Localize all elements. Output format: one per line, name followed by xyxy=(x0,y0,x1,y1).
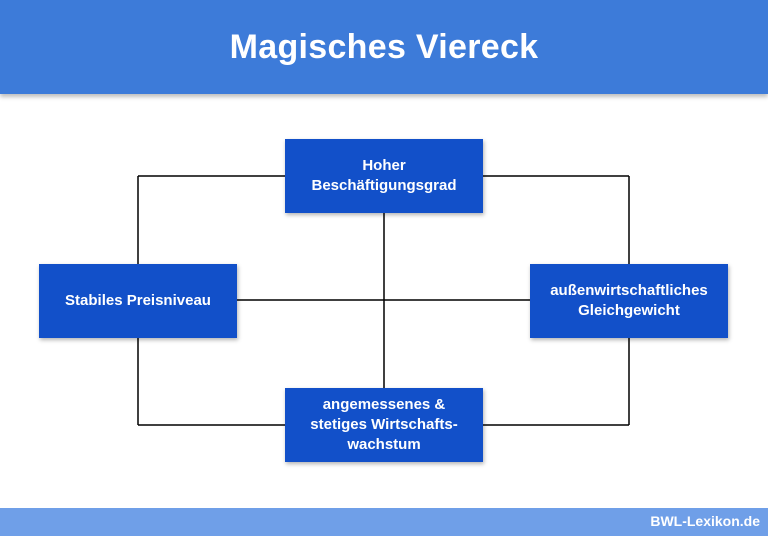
node-wirtschaftswachstum: angemessenes & stetiges Wirtschafts- wac… xyxy=(285,388,483,462)
page-title: Magisches Viereck xyxy=(229,27,539,66)
node-stabiles-preisniveau: Stabiles Preisniveau xyxy=(39,264,237,338)
node-hoher-beschaeftigungsgrad: Hoher Beschäftigungsgrad xyxy=(285,139,483,213)
node-aussenwirtschaftliches-gleichgewicht: außenwirtschaftliches Gleichgewicht xyxy=(530,264,728,338)
brand-label: BWL-Lexikon.de xyxy=(650,513,760,529)
footer-bar: BWL-Lexikon.de xyxy=(0,508,768,536)
title-banner: Magisches Viereck xyxy=(0,0,768,94)
